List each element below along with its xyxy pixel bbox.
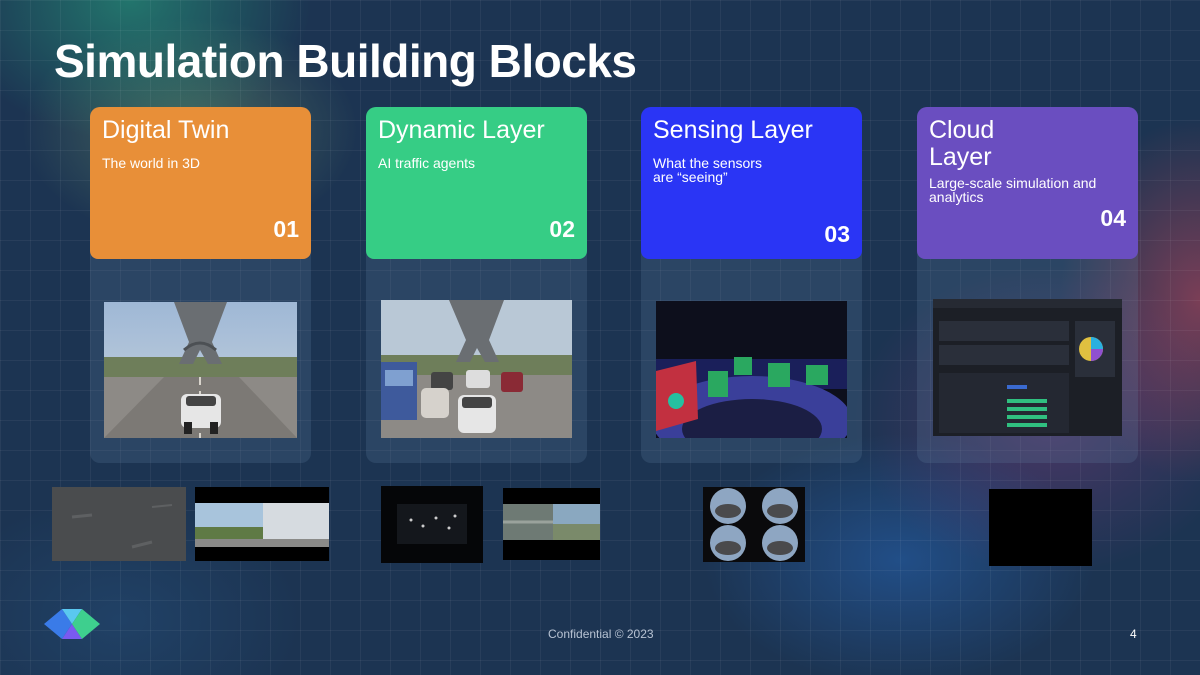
footer-confidential: Confidential © 2023 [548, 627, 654, 641]
card-title: Sensing Layer [653, 116, 813, 144]
slide-title: Simulation Building Blocks [54, 35, 637, 87]
dark-dashboard-thumbnail [381, 486, 483, 563]
aerial-street-thumbnail [503, 488, 600, 560]
card-subtitle: The world in 3D [102, 155, 201, 171]
card-number: 04 [1100, 205, 1126, 231]
card-subtitle: What the sensors are “seeing” [653, 155, 762, 185]
card-header: Dynamic Layer AI traffic agents 02 [366, 107, 587, 259]
page-number: 4 [1130, 627, 1137, 641]
company-logo-icon [44, 607, 100, 641]
analytics-dashboard-image [933, 299, 1122, 436]
lidar-point-cloud-image [656, 301, 847, 438]
card-sensing-layer: Sensing Layer What the sensors are “seei… [641, 107, 862, 463]
card-digital-twin: Digital Twin The world in 3D 01 [90, 107, 311, 463]
card-number: 02 [549, 216, 575, 242]
card-header: Cloud Layer Large-scale simulation and a… [917, 107, 1138, 259]
card-cloud-layer: Cloud Layer Large-scale simulation and a… [917, 107, 1138, 463]
card-subtitle: AI traffic agents [378, 155, 476, 171]
card-subtitle: Large-scale simulation and analytics [929, 175, 1097, 205]
card-number: 03 [824, 221, 850, 247]
eiffel-tower-street-image [104, 302, 297, 438]
black-video-thumbnail [989, 489, 1092, 566]
card-title: Dynamic Layer [378, 116, 545, 144]
road-texture-thumbnail [52, 487, 186, 561]
card-header: Digital Twin The world in 3D 01 [90, 107, 311, 259]
eiffel-tower-traffic-image [381, 300, 572, 438]
card-title: Digital Twin [102, 116, 230, 144]
fisheye-camera-thumbnail [703, 487, 805, 562]
roadside-scene-thumbnail [195, 487, 329, 561]
card-number: 01 [273, 216, 299, 242]
card-dynamic-layer: Dynamic Layer AI traffic agents 02 [366, 107, 587, 463]
card-title: Cloud Layer [929, 116, 995, 171]
card-header: Sensing Layer What the sensors are “seei… [641, 107, 862, 259]
